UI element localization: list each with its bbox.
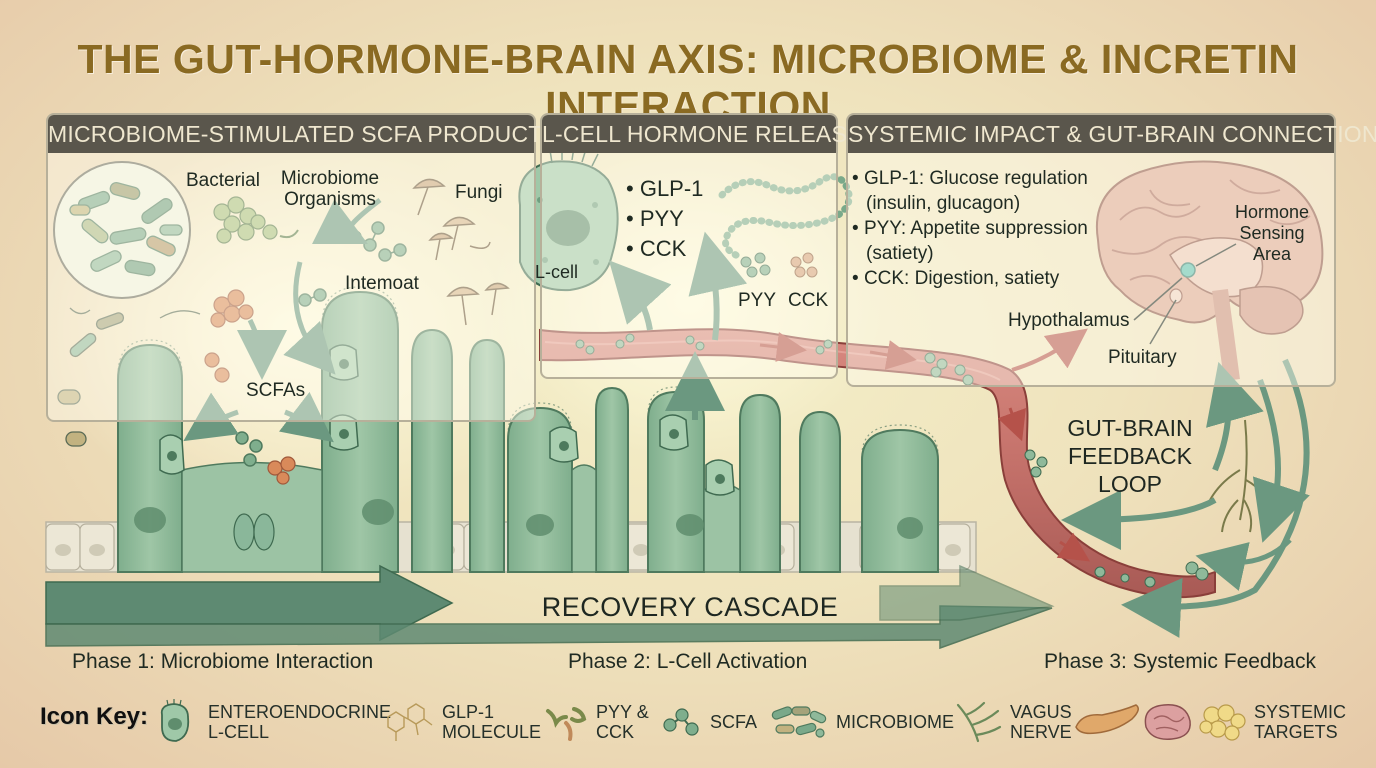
label-cck: CCK [788,290,829,311]
hormone-pyy: PYY [639,206,684,231]
key-vagus-line2: NERVE [1010,722,1072,742]
brain-icon [1144,704,1191,740]
feedback-loop-line1: GUT-BRAIN [1067,415,1193,441]
label-fungi: Fungi [455,182,503,203]
panel-systemic-impact: SYSTEMIC IMPACT & GUT-BRAIN CONNECTION [846,113,1376,387]
key-systemic-line1: SYSTEMIC [1254,702,1347,722]
key-pyy-cck-line2: CCK [596,722,635,742]
intestinal-lining [45,286,977,573]
fungi-cluster [412,178,510,326]
hormone-item-pyy: • PYY [626,206,684,231]
scfa-icon [663,708,699,736]
label-hormone-line2: Sensing [1239,223,1305,243]
feedback-loop-label: GUT-BRAIN FEEDBACK LOOP [1060,414,1200,498]
panel-title-scfa: MICROBIOME-STIMULATED SCFA PRODUCTION [48,115,584,153]
label-microbiome-line1: Microbiome [280,168,380,189]
page-title: THE GUT-HORMONE-BRAIN AXIS: MICROBIOME &… [77,36,1299,129]
effect-pyy-detail: (satiety) [866,243,934,264]
vessel-to-brain-arrow [1011,328,1088,372]
microbiome-organisms [213,196,278,244]
key-item-vagus-nerve: VAGUS NERVE [952,697,1092,747]
effect-pyy: • PYY: Appetite suppression [852,218,1088,239]
l-cell-illustration [518,146,619,292]
effect-glp1: • GLP-1: Glucose regulation [852,168,1088,189]
key-glp1-line2: MOLECULE [442,722,542,742]
key-item-glp1: GLP-1 MOLECULE [378,697,542,747]
icon-key-title: Icon Key: [40,703,149,730]
panel-scfa-production: MICROBIOME-STIMULATED SCFA PRODUCTION [46,113,584,422]
vagus-nerve-icon [956,701,1002,743]
key-item-l-cell: ENTEROENDOCRINE L-CELL [150,697,391,747]
label-hypothalamus: Hypothalamus [1008,310,1130,331]
cck-molecules [790,252,818,278]
pancreas-icon [1075,704,1139,735]
key-l-cell-line2: L-CELL [208,722,270,742]
systemic-effects-list: • GLP-1: Glucose regulation (insulin, gl… [852,166,1088,291]
effect-glp1-detail: (insulin, glucagon) [866,193,1021,214]
scfa-orange-molecules [204,289,296,485]
label-bacterial: Bacterial [186,170,260,191]
phase-2-label: Phase 2: L-Cell Activation [568,650,808,673]
recovery-cascade-label: RECOVERY CASCADE [541,592,839,622]
phase-1-label: Phase 1: Microbiome Interaction [72,650,374,673]
hormone-list: • GLP-1 • PYY • CCK [626,174,703,264]
effect-pyy-text: PYY: Appetite suppression [863,218,1088,239]
lower-loop-arrow [1195,538,1292,591]
label-hormone-sensing-area: Hormone Sensing Area [1222,202,1322,265]
key-vagus-line1: VAGUS [1010,702,1072,722]
feedback-loop-line3: LOOP [1098,471,1162,497]
key-systemic-line2: TARGETS [1254,722,1338,742]
recovery-cascade-arrows [45,564,1055,650]
panel-title-l-cell: L-CELL HORMONE RELEASE [542,115,862,153]
label-pyy: PYY [738,290,777,311]
key-glp1-line1: GLP-1 [442,702,495,722]
bacterial-cluster [53,161,191,299]
enteroendocrine-cell-icon [160,699,190,742]
label-l-cell: L-cell [535,262,579,282]
hormone-cck: CCK [639,236,687,261]
label-intemoat: Intemoat [345,273,419,294]
key-microbiome-line1: MICROBIOME [836,712,955,732]
effect-cck-text: CCK: Digestion, satiety [863,268,1060,289]
panel-title-systemic: SYSTEMIC IMPACT & GUT-BRAIN CONNECTION [848,115,1376,153]
key-scfa-line1: SCFA [710,712,758,732]
label-hormone-line3: Area [1252,244,1292,264]
key-item-pyy-cck: PYY & CCK [540,697,650,747]
label-pituitary: Pituitary [1108,347,1177,368]
vagus-nerve [1209,419,1275,533]
feedback-loop-arrows [1061,358,1310,638]
key-item-microbiome: MICROBIOME [766,697,956,747]
key-l-cell-line1: ENTEROENDOCRINE [208,702,392,722]
label-hormone-line1: Hormone [1234,202,1310,222]
key-pyy-cck-line1: PYY & [596,702,649,722]
label-microbiome-line2: Organisms [284,189,376,210]
hormone-item-glp1: • GLP-1 [626,176,704,201]
phase-3-label: Phase 3: Systemic Feedback [1044,650,1316,673]
brain-pointer-lines [1133,243,1237,345]
brain-illustration [1095,160,1324,382]
hormone-glp1: GLP-1 [639,176,704,201]
key-item-scfa: SCFA [658,697,758,747]
label-microbiome-organisms: Microbiome Organisms [270,168,390,210]
pyy-cck-icon [546,707,587,741]
l-cell-release-arrows [608,231,748,420]
feedback-loop-line2: FEEDBACK [1068,443,1192,469]
key-item-systemic-targets: SYSTEMIC TARGETS [1072,697,1346,747]
scfa-flow-arrows [183,198,382,443]
glp1-molecule-icon [387,703,433,741]
effect-cck: • CCK: Digestion, satiety [852,268,1060,289]
hormone-item-cck: • CCK [626,236,687,261]
scattered-bacteria [57,307,201,447]
systemic-targets-icon [1075,704,1246,741]
panel-l-cell-release: L-CELL HORMONE RELEASE [540,113,862,379]
adipose-icon [1199,704,1246,741]
microbiome-icon [771,706,827,738]
effect-glp1-text: GLP-1: Glucose regulation [863,168,1088,189]
label-scfas: SCFAs [246,380,306,401]
